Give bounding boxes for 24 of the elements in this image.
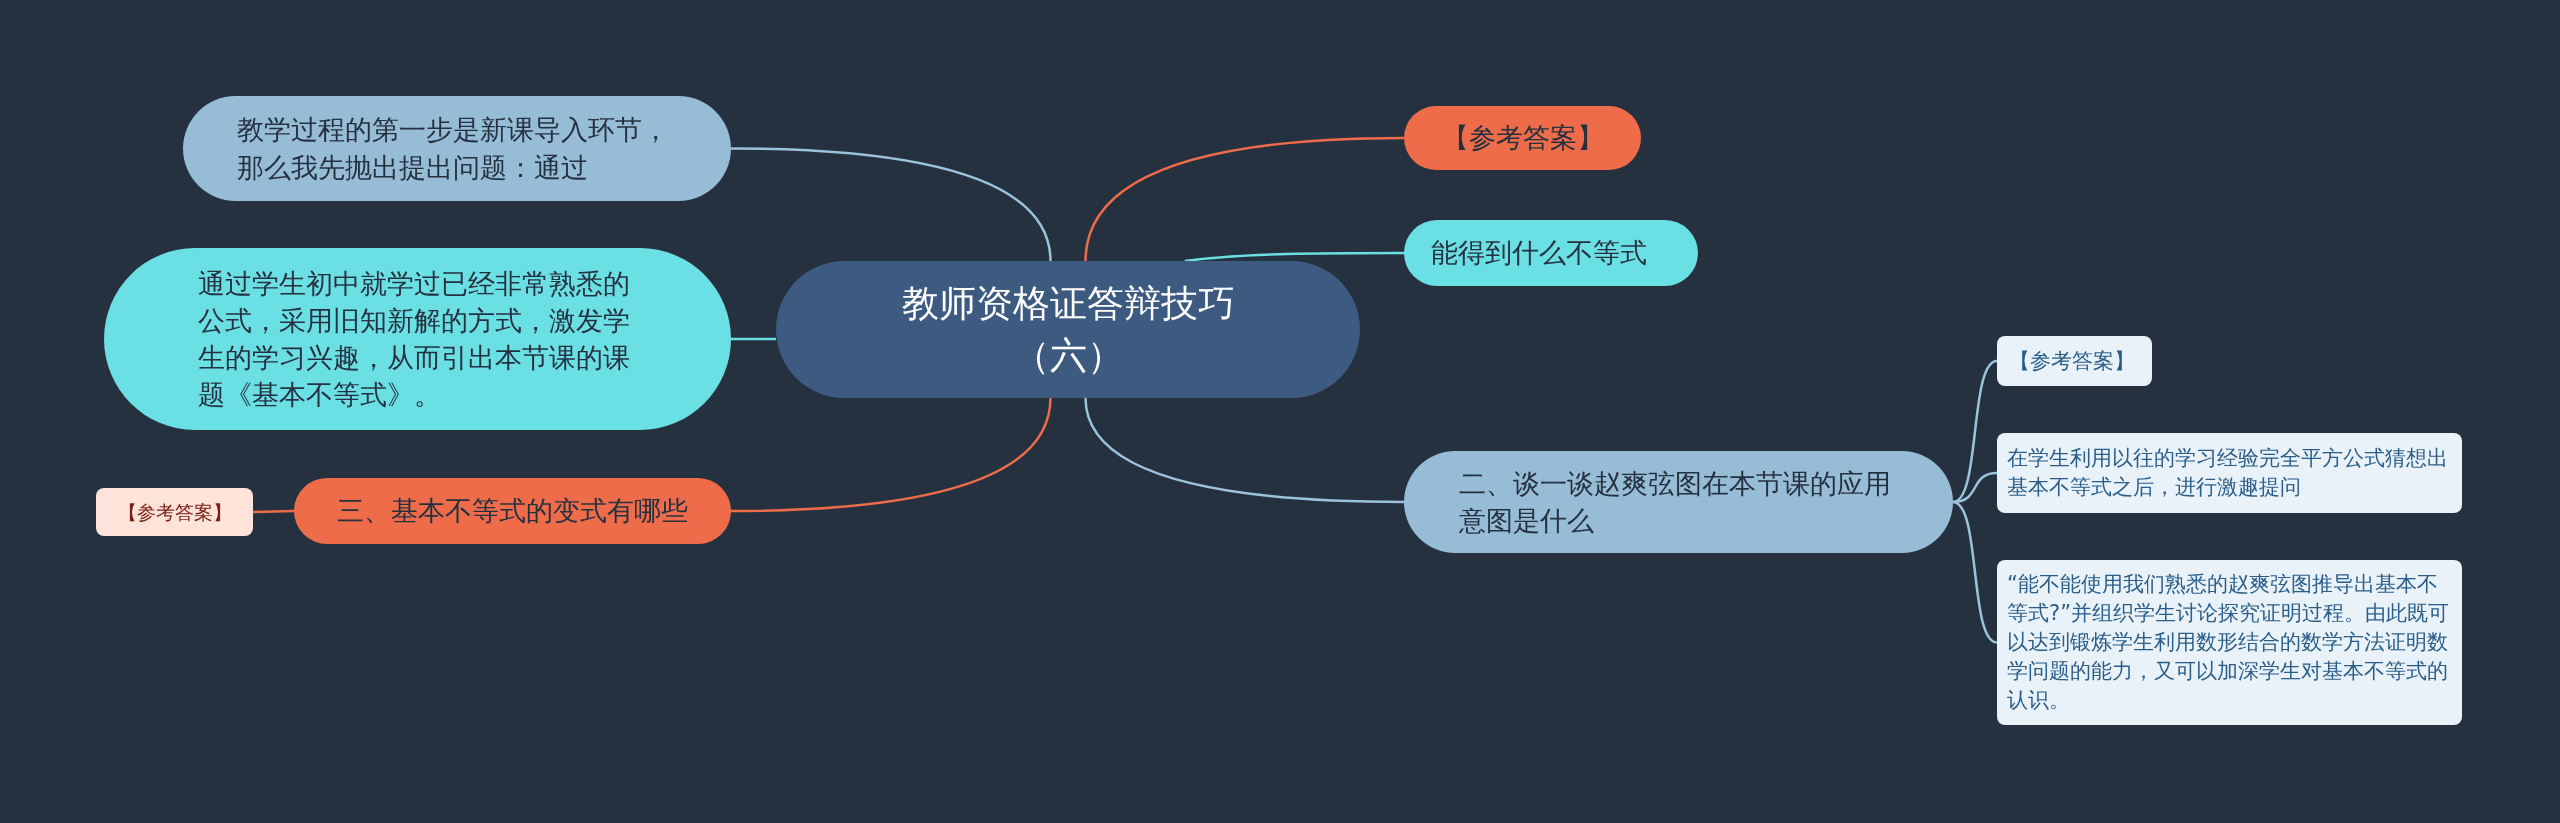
connector-line: [1084, 136, 1405, 262]
topic-text: 【参考答案】: [1440, 121, 1605, 156]
topic-text: 通过学生初中就学过已经非常熟悉的公式，采用旧知新解的方式，激发学生的学习兴趣，从而引出本节课的课题《基本不等式》。: [197, 266, 631, 413]
topic-text: 能得到什么不等式: [1431, 236, 1648, 271]
topic-text: 教学过程的第一步是新课导入环节，那么我先抛出提出问题：通过: [237, 113, 670, 185]
connector-line: [1952, 359, 1998, 504]
connector-line: [1952, 500, 1998, 644]
topic-text: 【参考答案】: [116, 499, 233, 525]
topic-text: 在学生利用以往的学习经验完全平方公式猜想出基本不等式之后，进行激趣提问: [2007, 445, 2449, 501]
topic-node: [1997, 560, 2462, 725]
topic-node: [96, 488, 253, 536]
connector-line: [731, 337, 776, 341]
connector-line: [1184, 251, 1404, 263]
connector-line: [252, 509, 295, 514]
connector-line: [731, 397, 1052, 513]
topic-text: 二、谈一谈赵爽弦图在本节课的应用意图是什么: [1458, 466, 1892, 538]
topic-node: [1997, 433, 2462, 513]
connector-line: [1084, 397, 1404, 504]
connector-line: [731, 147, 1052, 262]
topic-node: [1997, 336, 2152, 386]
topic-text: 【参考答案】: [2008, 347, 2136, 375]
topic-text: 三、基本不等式的变式有哪些: [336, 494, 689, 529]
topic-text: 教师资格证答辩技巧（六）: [900, 281, 1236, 379]
topic-text: “能不能使用我们熟悉的赵爽弦图推导出基本不等式?”并组织学生讨论探究证明过程。由此既可以达到锻炼学生利用数形结合的数学方法证明数学问题的能力，又可以加深学生对基本不等式的认识。: [2007, 571, 2451, 714]
